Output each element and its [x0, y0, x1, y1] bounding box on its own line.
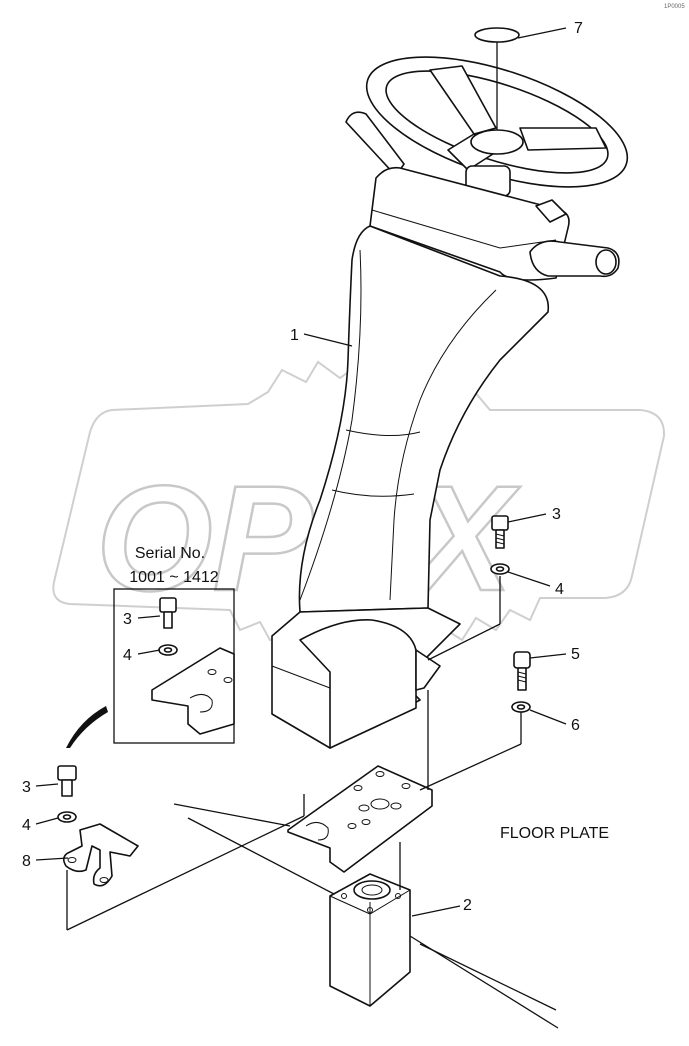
corner-code: 1P0005 [664, 4, 685, 10]
inset-arrow [66, 706, 108, 748]
leader-lines [35, 27, 567, 1029]
callout-4-left: 4 [22, 817, 31, 834]
serial-inset-panel [113, 588, 235, 744]
bolt-left-part [57, 765, 77, 797]
callout-6: 6 [571, 717, 580, 734]
callout-2: 2 [463, 897, 472, 914]
serial-title: Serial No. [135, 545, 205, 562]
bolt-right-part [491, 515, 509, 549]
callout-3-left: 3 [22, 779, 31, 796]
callout-4-right: 4 [555, 581, 564, 598]
washer-right-part [490, 563, 510, 575]
callout-7: 7 [574, 20, 583, 37]
callout-5: 5 [571, 646, 580, 663]
socket-bolt-part [513, 651, 531, 691]
callout-3-inset: 3 [123, 611, 132, 628]
floor-plate-label: FLOOR PLATE [500, 825, 609, 842]
serial-range: 1001 ~ 1412 [129, 569, 219, 586]
horn-cap-part [474, 27, 520, 43]
washer-left-part [57, 811, 77, 823]
callout-8: 8 [22, 853, 31, 870]
bracket-part [62, 823, 139, 887]
mounting-plate-part [287, 765, 433, 873]
steering-column-part [271, 56, 629, 749]
callout-1: 1 [290, 327, 299, 344]
orbitrol-unit-part [329, 873, 411, 1007]
callout-4-inset: 4 [123, 647, 132, 664]
callout-3-right: 3 [552, 506, 561, 523]
washer-socket-part [511, 701, 531, 713]
